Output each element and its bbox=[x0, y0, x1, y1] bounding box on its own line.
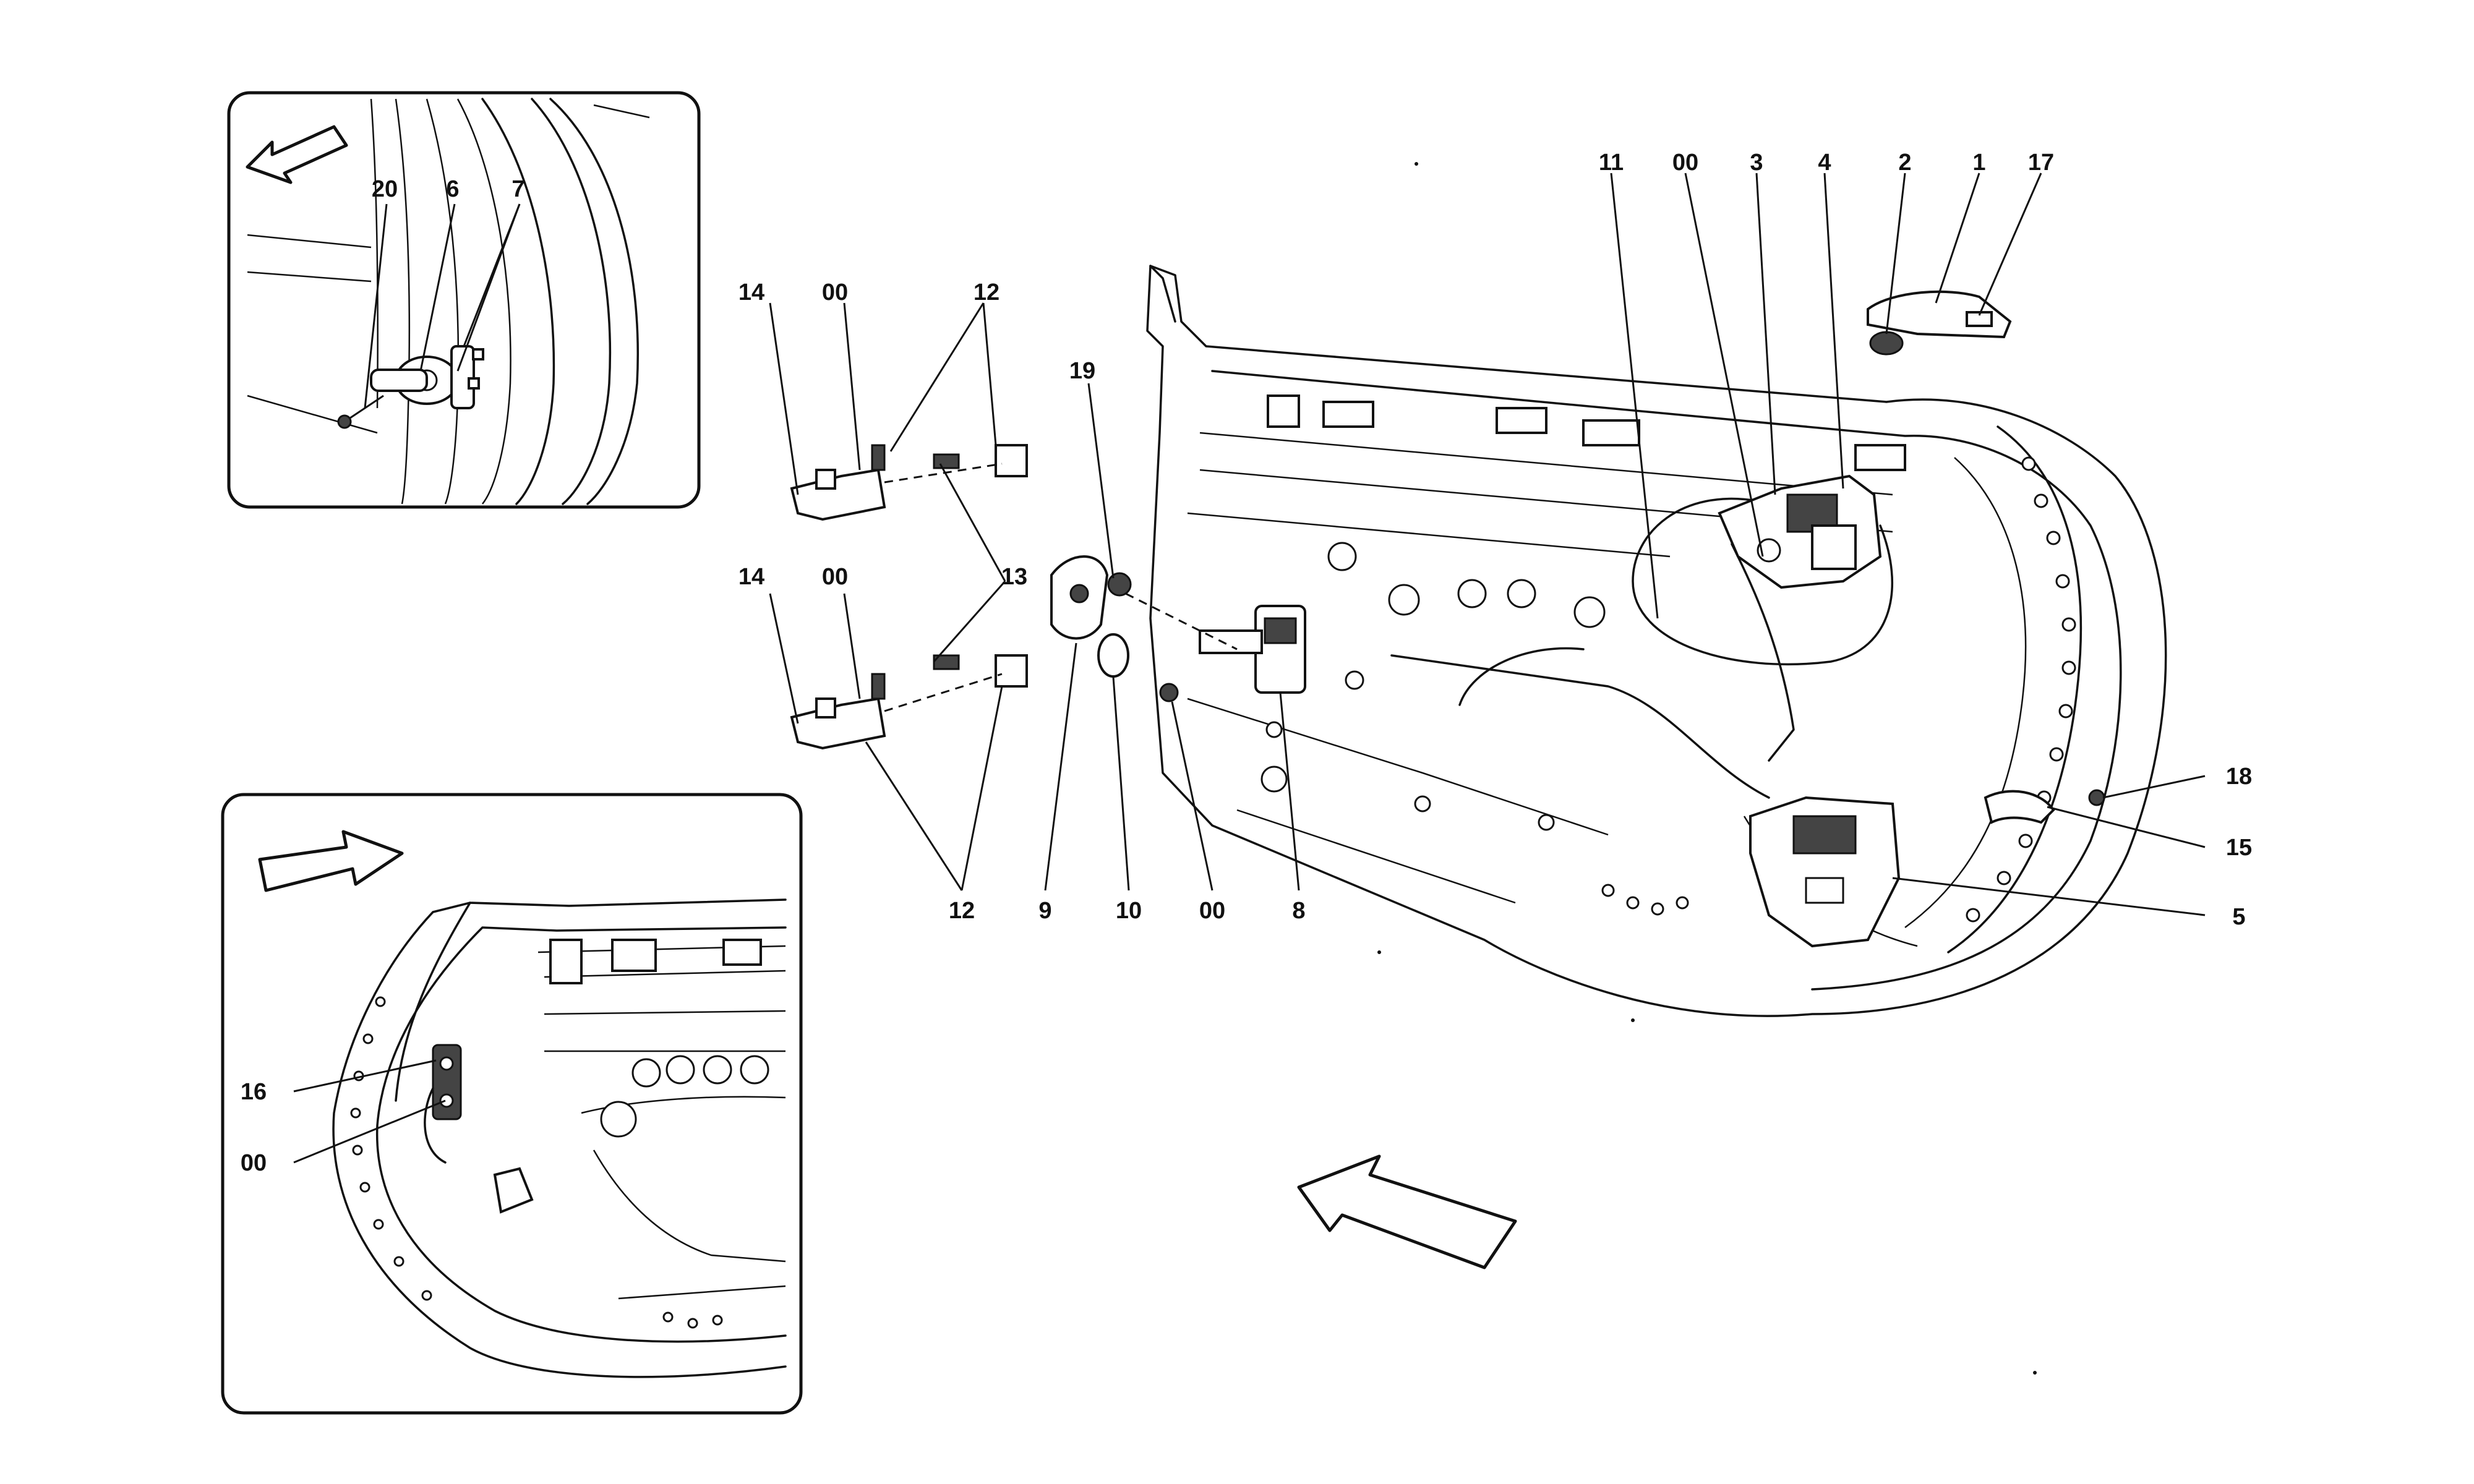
stray-dot bbox=[1377, 950, 1381, 954]
main-door-top-notches bbox=[1267, 394, 1906, 471]
stray-dot bbox=[2033, 1371, 2037, 1375]
callout-00-top-hinge: 00 bbox=[822, 279, 848, 305]
callout-18: 18 bbox=[2226, 764, 2252, 790]
callout-9: 9 bbox=[1038, 898, 1051, 924]
callout-00-inset: 00 bbox=[241, 1150, 267, 1176]
callout-1: 1 bbox=[1972, 150, 1985, 176]
inset-top-hinge-part bbox=[337, 345, 484, 429]
callout-4: 4 bbox=[1818, 150, 1831, 176]
nut-19-part bbox=[1107, 572, 1132, 597]
door-cable bbox=[1390, 654, 1770, 799]
callout-12-bottom: 12 bbox=[949, 898, 975, 924]
inset-bottom-edge-holes bbox=[350, 996, 723, 1329]
callout-14-top: 14 bbox=[738, 279, 764, 305]
callout-14-bottom: 14 bbox=[738, 564, 764, 590]
inset-top-left: 20 6 7 bbox=[227, 91, 701, 509]
callout-17: 17 bbox=[2028, 150, 2054, 176]
leader-00-inset bbox=[293, 1099, 446, 1164]
inset-bottom-door bbox=[332, 898, 787, 1378]
inset-top-door-edge bbox=[247, 98, 650, 505]
callout-11: 11 bbox=[1599, 150, 1624, 176]
callout-00-strap: 00 bbox=[1199, 898, 1225, 924]
main-direction-arrow bbox=[1297, 1154, 1517, 1269]
inset-top-direction-arrow bbox=[246, 125, 348, 184]
lower-hinge-part bbox=[790, 654, 1028, 750]
inset-top-leaders bbox=[364, 203, 521, 409]
handle-cable-loop bbox=[1632, 497, 1894, 666]
callout-6: 6 bbox=[446, 176, 459, 202]
callout-3: 3 bbox=[1750, 150, 1763, 176]
callout-15: 15 bbox=[2226, 835, 2252, 861]
main-door-panel bbox=[1146, 265, 2167, 1017]
callout-20: 20 bbox=[372, 176, 398, 202]
gasket-10-part bbox=[1097, 633, 1129, 678]
main-leader-lines bbox=[769, 173, 2206, 916]
callout-5: 5 bbox=[2232, 904, 2245, 930]
callout-00-bottom-hinge: 00 bbox=[822, 564, 848, 590]
door-latch-part bbox=[1749, 796, 1901, 948]
stray-dot bbox=[1415, 162, 1418, 166]
striker-part bbox=[1984, 790, 2055, 824]
callout-10: 10 bbox=[1116, 898, 1142, 924]
leader-16 bbox=[293, 1059, 437, 1093]
inset-bottom-hinge-part bbox=[424, 1044, 462, 1164]
callout-19: 19 bbox=[1069, 358, 1095, 384]
inset-top-frame bbox=[227, 91, 701, 509]
inset-bottom-direction-arrow bbox=[258, 830, 404, 892]
check-strap-part bbox=[1125, 592, 1306, 702]
inner-handle-assembly bbox=[1718, 474, 1882, 589]
callout-7: 7 bbox=[511, 176, 524, 202]
callout-13: 13 bbox=[1001, 564, 1027, 590]
callout-16: 16 bbox=[241, 1079, 267, 1105]
main-door-holes bbox=[1261, 456, 2076, 923]
callout-12-top: 12 bbox=[974, 279, 999, 305]
callout-8: 8 bbox=[1292, 898, 1305, 924]
callout-00-handle: 00 bbox=[1672, 150, 1698, 176]
callout-2: 2 bbox=[1898, 150, 1911, 176]
screw-18-part bbox=[2088, 789, 2105, 806]
stray-dot bbox=[1631, 1018, 1635, 1022]
upper-hinge-part bbox=[790, 444, 1028, 521]
inset-bottom-left: 16 00 bbox=[221, 793, 803, 1415]
door-wiring bbox=[1731, 543, 1795, 762]
exterior-handle-part bbox=[1867, 290, 2012, 356]
plate-9-part bbox=[1050, 555, 1109, 640]
